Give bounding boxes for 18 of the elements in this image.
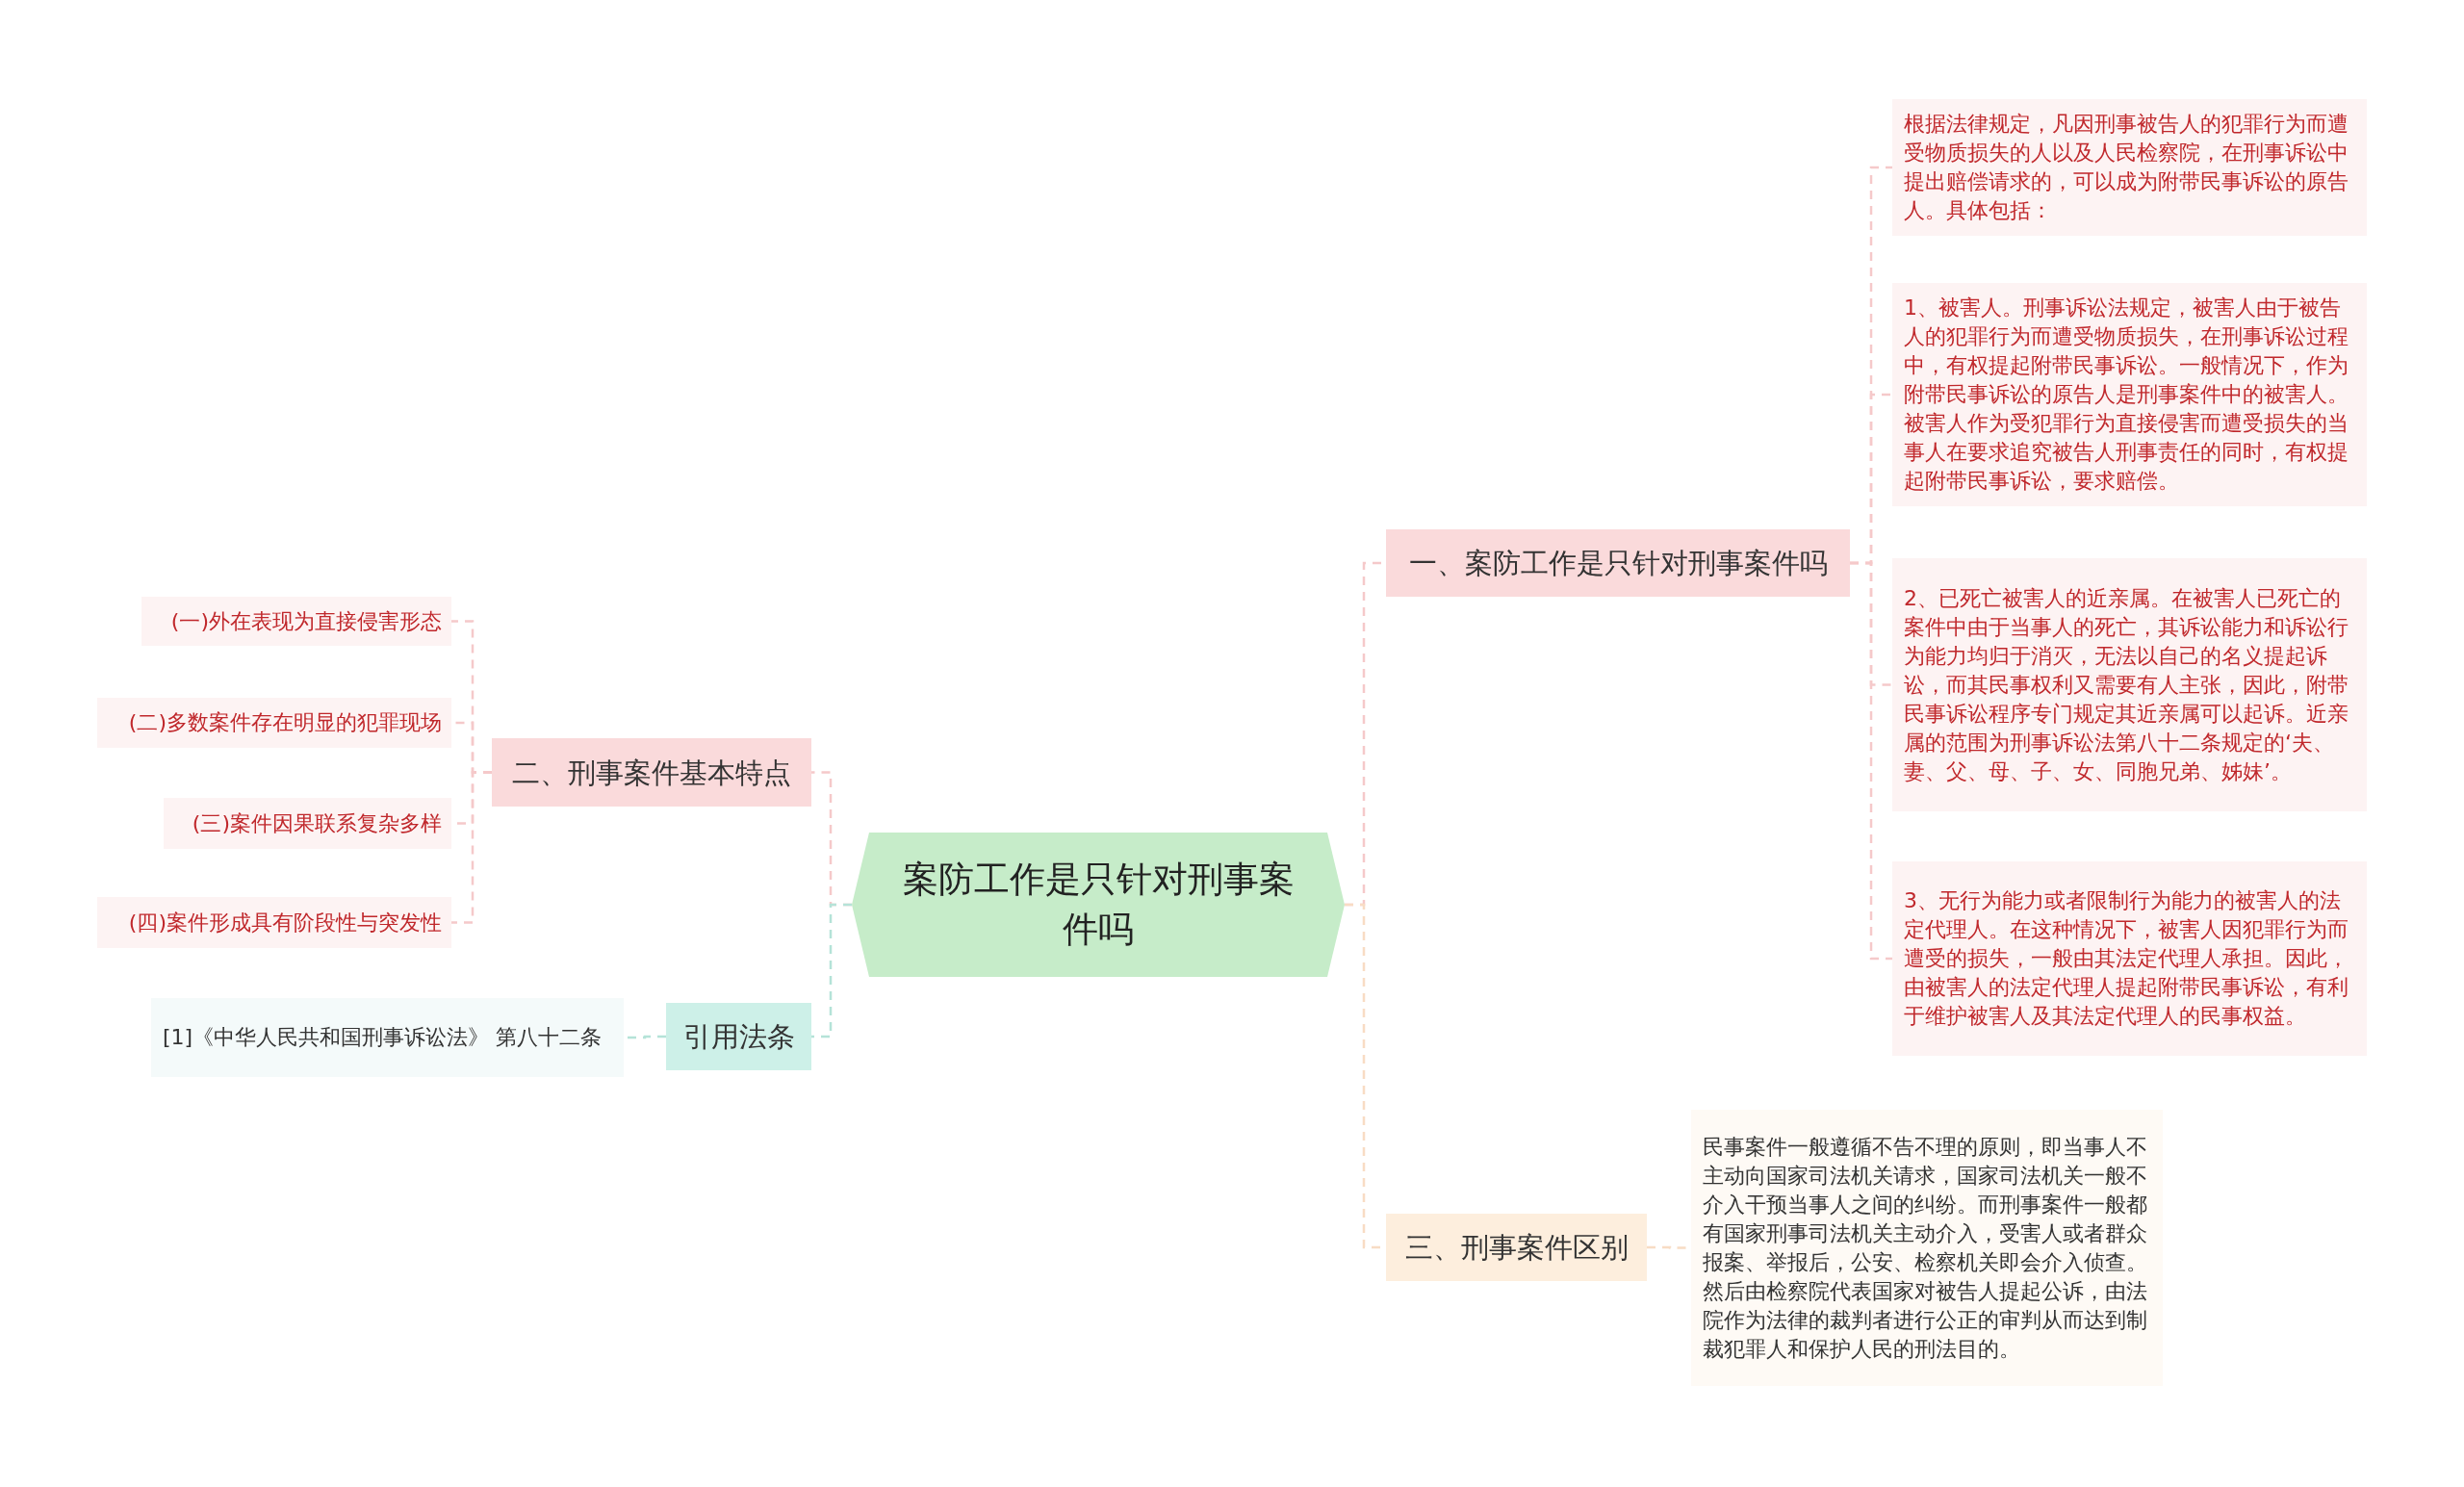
topic-box: 三、刑事案件区别 — [1386, 1214, 1647, 1281]
topic-box: 引用法条 — [666, 1003, 811, 1070]
central-topic: 案防工作是只针对刑事案件吗 — [852, 833, 1345, 977]
topic-box: 一、案防工作是只针对刑事案件吗 — [1386, 529, 1850, 597]
citation-box: [1]《中华人民共和国刑事诉讼法》 第八十二条 — [151, 998, 624, 1077]
text-card: 2、已死亡被害人的近亲属。在被害人已死亡的案件中由于当事人的死亡，其诉讼能力和诉讼行为能力均归于消灭，无法以自己的名义提起诉讼，而其民事权利又需要有人主张，因此，附带民事诉讼程序专门规定其近亲属可以起诉。近亲属的范围为刑事诉讼法第八十二条规定的‘夫、妻、父、母、子、女、同胞兄弟、姊妹’。 — [1892, 558, 2367, 811]
text-card: 根据法律规定，凡因刑事被告人的犯罪行为而遭受物质损失的人以及人民检察院，在刑事诉讼中提出赔偿请求的，可以成为附带民事诉讼的原告人。具体包括： — [1892, 99, 2367, 236]
text-card: 民事案件一般遵循不告不理的原则，即当事人不主动向国家司法机关请求，国家司法机关一般不介入干预当事人之间的纠纷。而刑事案件一般都有国家刑事司法机关主动介入，受害人或者群众报案、举报后，公安、检察机关即会介入侦查。然后由检察院代表国家对被告人提起公诉，由法院作为法律的裁判者进行公正的审判从而达到制裁犯罪人和保护人民的刑法目的。 — [1691, 1110, 2163, 1386]
connector-line — [451, 771, 492, 924]
subtopic-box: (一)外在表现为直接侵害形态 — [141, 597, 451, 646]
topic-box: 二、刑事案件基本特点 — [492, 738, 811, 807]
subtopic-box: (三)案件因果联系复杂多样 — [164, 798, 451, 849]
text-card: 3、无行为能力或者限制行为能力的被害人的法定代理人。在这种情况下，被害人因犯罪行为而遭受的损失，一般由其法定代理人承担。因此，由被害人的法定代理人提起附带民事诉讼，有利于维护被害人及其法定代理人的民事权益。 — [1892, 861, 2367, 1056]
text-card: 1、被害人。刑事诉讼法规定，被害人由于被告人的犯罪行为而遭受物质损失，在刑事诉讼过程中，有权提起附带民事诉讼。一般情况下，作为附带民事诉讼的原告人是刑事案件中的被害人。被害人作为受犯罪行为直接侵害而遭受损失的当事人在要求追究被告人刑事责任的同时，有权提起附带民事诉讼，要求赔偿。 — [1892, 283, 2367, 506]
subtopic-box: (二)多数案件存在明显的犯罪现场 — [97, 698, 451, 748]
connector-line — [811, 903, 852, 1038]
connector-line — [1850, 561, 1892, 961]
subtopic-box: (四)案件形成具有阶段性与突发性 — [97, 897, 451, 948]
